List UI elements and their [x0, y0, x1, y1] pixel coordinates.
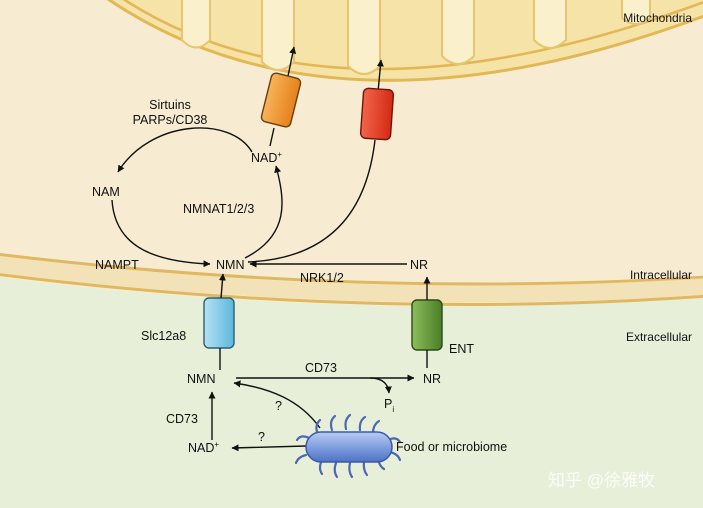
label-sirtuins: Sirtuins	[149, 98, 191, 112]
label-cd73-left: CD73	[166, 412, 198, 426]
region-label-intracellular: Intracellular	[630, 268, 692, 282]
cell-membrane-outer	[0, 273, 703, 306]
label-pi: Pi	[384, 397, 394, 414]
region-label-extracellular: Extracellular	[626, 330, 692, 344]
label-nmnat: NMNAT1/2/3	[183, 202, 254, 216]
intracellular-arrows	[111, 127, 431, 300]
transporter-red	[359, 59, 395, 141]
label-nmn-intracellular: NMN	[216, 258, 244, 272]
label-slc12a8: Slc12a8	[141, 329, 186, 343]
transporter-slc12a8	[203, 297, 235, 349]
label-nampt: NAMPT	[95, 258, 139, 272]
transporter-ent	[411, 299, 443, 351]
label-ent: ENT	[449, 342, 474, 356]
label-parps-cd38: PARPs/CD38	[133, 113, 208, 127]
watermark: 知乎 @徐雅牧	[548, 471, 655, 490]
region-label-mitochondria: Mitochondria	[623, 11, 692, 25]
transporter-orange	[260, 46, 302, 128]
label-food-or-microbiome: Food or microbiome	[396, 440, 507, 454]
cell-interior	[0, 0, 703, 307]
label-cd73-top: CD73	[305, 361, 337, 375]
mitochondrion	[106, 0, 703, 82]
label-nam: NAM	[92, 185, 120, 199]
cell-membrane-body	[0, 255, 703, 303]
label-nrk: NRK1/2	[300, 271, 344, 285]
label-nad-plus-intracellular: NAD+	[251, 150, 282, 165]
bacterium-icon	[294, 413, 402, 479]
label-nr-intracellular: NR	[410, 258, 428, 272]
label-nr-extracellular: NR	[423, 372, 441, 386]
label-nad-plus-extracellular: NAD+	[188, 440, 219, 455]
extracellular-arrows	[208, 348, 428, 452]
cell-membrane-inner	[0, 252, 703, 286]
label-question-nmn: ?	[275, 399, 282, 413]
label-nmn-extracellular: NMN	[187, 372, 215, 386]
label-question-nad: ?	[258, 430, 265, 444]
